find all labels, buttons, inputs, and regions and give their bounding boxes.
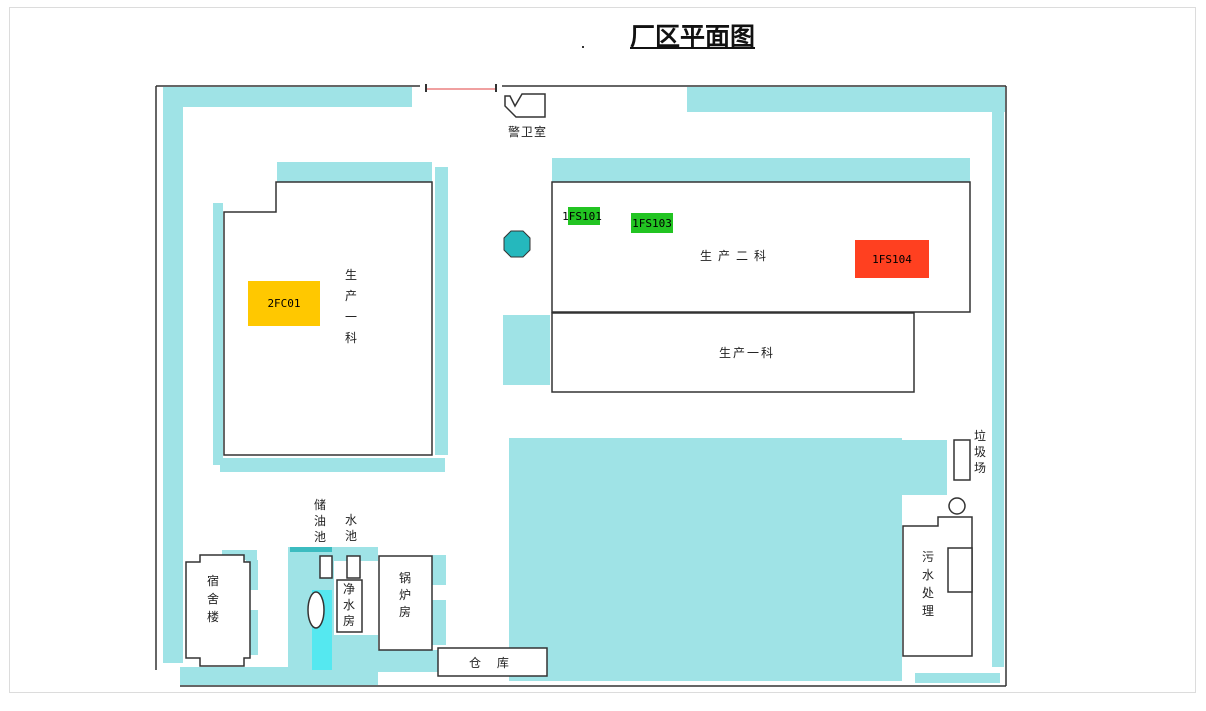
oil-tank-box xyxy=(319,555,333,579)
garbage-label: 垃圾场 xyxy=(973,429,986,475)
equipment-1FS101[interactable]: 1FS101 xyxy=(562,207,602,225)
equipment-label: 1FS101 xyxy=(562,209,602,223)
boundary xyxy=(155,85,1007,687)
green-areas xyxy=(163,87,1005,685)
production-1-east-building xyxy=(551,312,915,393)
garbage-building xyxy=(953,439,971,481)
equipment-1FS104[interactable]: 1FS104 xyxy=(855,240,929,278)
equipment-1FS103[interactable]: 1FS103 xyxy=(631,213,673,233)
water-pool-label: 水池 xyxy=(344,513,357,543)
sewage-label: 污水处理 xyxy=(921,550,934,618)
equipment-label: 1FS103 xyxy=(632,216,672,230)
sewage-tank xyxy=(947,547,973,593)
guard-room-label: 警卫室 xyxy=(508,125,548,139)
equipment-label: 2FC01 xyxy=(267,297,301,310)
production-1-east-label: 生产一科 xyxy=(719,346,776,360)
garbage-circle xyxy=(948,497,966,515)
equipment-label: 1FS104 xyxy=(872,252,912,266)
production-1-west-label: 生产一科 xyxy=(344,268,357,345)
production-west-building xyxy=(223,181,433,456)
warehouse-building xyxy=(437,647,548,677)
equipment-2FC01[interactable]: 2FC01 xyxy=(248,281,320,326)
warehouse-label: 仓 库 xyxy=(469,656,515,670)
map-frame xyxy=(9,7,1196,693)
water-purify-label: 净水房 xyxy=(342,582,355,628)
dormitory-building xyxy=(185,554,251,667)
production-2-label: 生产二科 xyxy=(700,249,773,263)
boiler-building xyxy=(378,555,433,651)
dormitory-label: 宿舍楼 xyxy=(206,574,219,624)
octagon-icon xyxy=(503,230,531,258)
map-title: 厂区平面图 xyxy=(630,22,756,51)
water-purify-building xyxy=(336,579,363,633)
water-pool-box xyxy=(346,555,361,579)
oil-tank-ellipse xyxy=(307,591,325,629)
oil-tank-label: 储油池 xyxy=(313,498,326,544)
boiler-label: 锅炉房 xyxy=(398,571,411,619)
guard-room-shape xyxy=(504,93,546,118)
